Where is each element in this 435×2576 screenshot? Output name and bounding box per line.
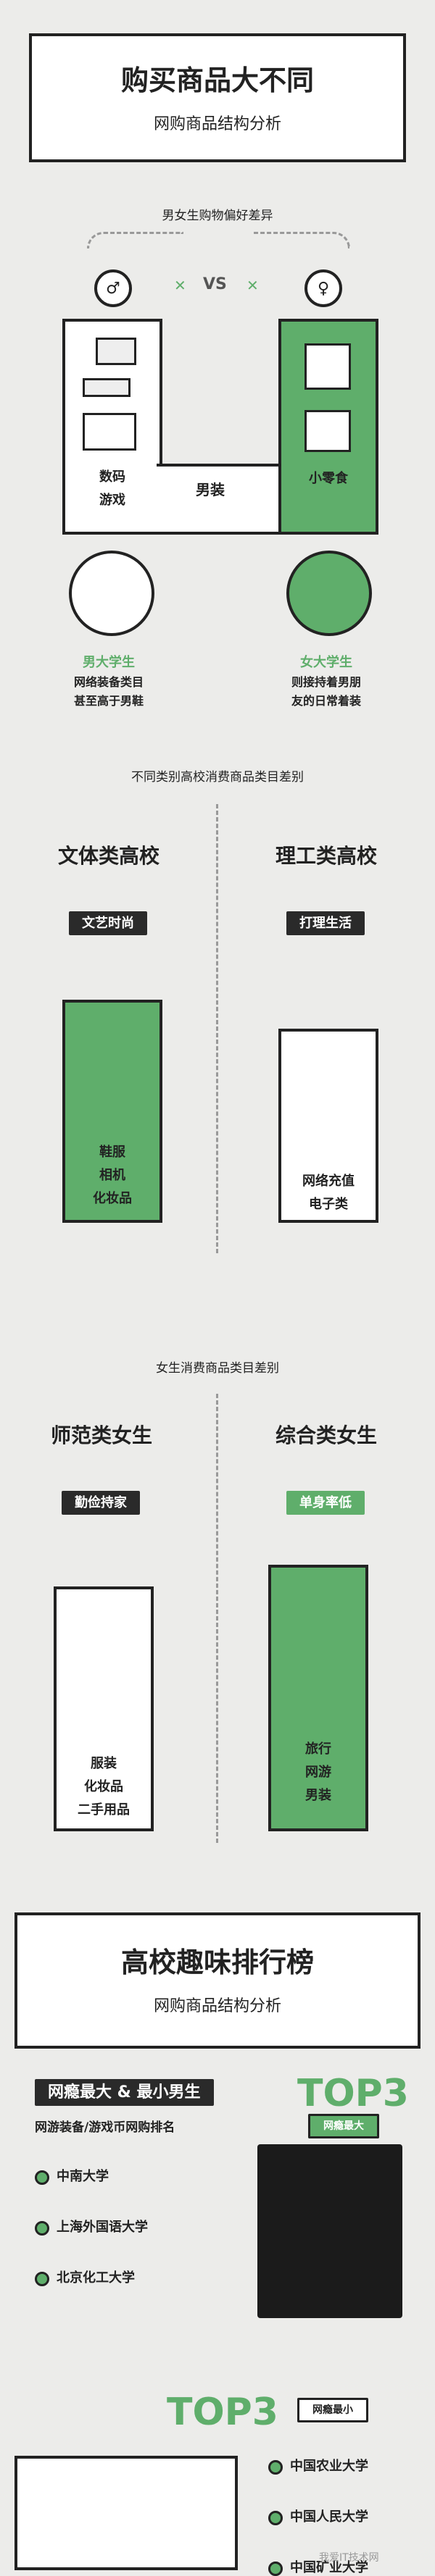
female-symbol-icon: ♀ — [304, 269, 342, 307]
bottom-dot-icon-1 — [268, 2459, 283, 2475]
female-right-heading: 综合类女生 — [275, 1423, 377, 1447]
female-left-heading: 师范类女生 — [50, 1423, 152, 1447]
left-cross-icon: ✕ — [174, 277, 186, 294]
female-divider — [216, 1394, 218, 1843]
top-dot-icon-1 — [35, 2170, 49, 2185]
top-item-1-text: 中南大学 — [57, 2169, 109, 2184]
gender-arc-right — [254, 232, 350, 248]
school-right-tag: 打理生活 — [278, 911, 373, 945]
female-desc-1: 则接持着男朋 — [291, 675, 361, 689]
bottom-dot-icon-2 — [268, 2510, 283, 2525]
female-left-item-1: 服装 — [91, 1756, 117, 1771]
joystick-icon — [83, 378, 130, 397]
snack-icon — [304, 410, 351, 452]
gamer-illustration — [257, 2144, 402, 2318]
female-right-item-1: 旅行 — [305, 1741, 331, 1757]
male-card: 数码 游戏 — [62, 319, 162, 535]
computer-illustration — [14, 2456, 238, 2570]
bottom-tag: 网瘾最小 — [297, 2398, 368, 2422]
top-item-1: 中南大学 — [35, 2166, 148, 2185]
school-right-item-1: 网络充值 — [302, 1174, 355, 1189]
female-card: 小零食 — [278, 319, 378, 535]
top-tag: 网瘾最大 — [308, 2114, 379, 2138]
watermark: 我爱IT技术网 — [319, 2552, 379, 2564]
male-avatar — [69, 551, 154, 636]
top-item-3-text: 北京化工大学 — [57, 2270, 135, 2286]
female-right-card: 旅行 网游 男装 — [268, 1565, 368, 1831]
school-left-item-2: 相机 — [99, 1168, 125, 1183]
female-right-item-2: 网游 — [305, 1765, 331, 1780]
school-left-heading: 文体类高校 — [57, 844, 160, 868]
bottom-dot-icon-3 — [268, 2561, 283, 2576]
ranking-title: 高校趣味排行榜 — [120, 1946, 314, 1978]
middle-connector — [157, 464, 280, 535]
school-right-tag-label: 打理生活 — [286, 911, 365, 935]
female-left-card: 服装 化妆品 二手用品 — [54, 1586, 154, 1831]
female-right-tag-label: 单身率低 — [286, 1491, 365, 1515]
male-item-2: 游戏 — [99, 493, 125, 508]
camera-icon — [96, 338, 136, 365]
female-left-item-3: 二手用品 — [78, 1802, 130, 1818]
gender-arc-left — [87, 232, 183, 248]
top-list: 中南大学 上海外国语大学 北京化工大学 — [35, 2166, 148, 2286]
school-section-title: 不同类别高校消费商品类目差别 — [131, 770, 304, 785]
male-title: 男大学生 — [83, 655, 135, 670]
top-item-2-text: 上海外国语大学 — [57, 2220, 148, 2235]
top-dot-icon-2 — [35, 2220, 49, 2236]
school-right-heading: 理工类高校 — [275, 844, 377, 868]
female-left-item-2: 化妆品 — [84, 1779, 123, 1794]
school-right-item-2: 电子类 — [309, 1197, 348, 1212]
female-desc-2: 友的日常着装 — [291, 694, 361, 708]
male-desc-1: 网络装备类目 — [73, 675, 144, 689]
top-dot-icon-3 — [35, 2271, 49, 2286]
school-left-tag: 文艺时尚 — [61, 911, 155, 945]
male-desc-2: 甚至高于男鞋 — [73, 694, 144, 708]
bottom-item-2: 中国人民大学 — [268, 2506, 368, 2525]
school-left-item-1: 鞋服 — [99, 1145, 125, 1160]
female-right-item-3: 男装 — [305, 1788, 331, 1803]
right-cross-icon: ✕ — [246, 277, 259, 294]
bottom-tag-label: 网瘾最小 — [297, 2398, 368, 2422]
ranking-box: 高校趣味排行榜 网购商品结构分析 — [14, 1912, 420, 2049]
ranking-tag: 网瘾最大 & 最小男生 — [35, 2079, 214, 2106]
school-left-card: 鞋服 相机 化妆品 — [62, 1000, 162, 1223]
top-tag-label: 网瘾最大 — [308, 2114, 379, 2138]
female-section-title: 女生消费商品类目差别 — [156, 1361, 279, 1376]
school-left-item-3: 化妆品 — [93, 1191, 132, 1206]
female-title: 女大学生 — [300, 655, 352, 670]
middle-label: 男装 — [196, 481, 225, 498]
top-item-3: 北京化工大学 — [35, 2267, 148, 2286]
gender-section-title: 男女生购物偏好差异 — [162, 209, 273, 223]
bottom-label: TOP3 — [167, 2391, 278, 2434]
female-left-tag: 勤俭持家 — [54, 1491, 148, 1524]
top-item-2: 上海外国语大学 — [35, 2217, 148, 2236]
female-avatar — [286, 551, 372, 636]
laptop-icon — [83, 413, 136, 451]
school-left-tag-label: 文艺时尚 — [69, 911, 147, 935]
bottom-item-1: 中国农业大学 — [268, 2456, 368, 2475]
ranking-tag-label: 网瘾最大 & 最小男生 — [35, 2079, 214, 2106]
ranking-subtitle: 网购商品结构分析 — [153, 1997, 281, 2015]
bottom-item-1-text: 中国农业大学 — [290, 2459, 368, 2474]
male-item-1: 数码 — [99, 469, 125, 485]
school-divider — [216, 804, 218, 1253]
bottom-item-2-text: 中国人民大学 — [290, 2509, 368, 2525]
vs-label: VS — [203, 275, 227, 293]
header-subtitle: 网购商品结构分析 — [153, 115, 281, 133]
header-box: 购买商品大不同 网购商品结构分析 — [29, 33, 406, 162]
male-symbol-icon: ♂ — [94, 269, 132, 307]
shirt-icon — [304, 343, 351, 390]
female-right-tag: 单身率低 — [278, 1491, 373, 1524]
top-label: TOP3 — [297, 2072, 409, 2115]
female-item-1: 小零食 — [309, 471, 348, 486]
header-title: 购买商品大不同 — [120, 64, 314, 96]
school-right-card: 网络充值 电子类 — [278, 1029, 378, 1223]
female-left-tag-label: 勤俭持家 — [62, 1491, 140, 1515]
ranking-desc: 网游装备/游戏币网购排名 — [35, 2120, 175, 2135]
